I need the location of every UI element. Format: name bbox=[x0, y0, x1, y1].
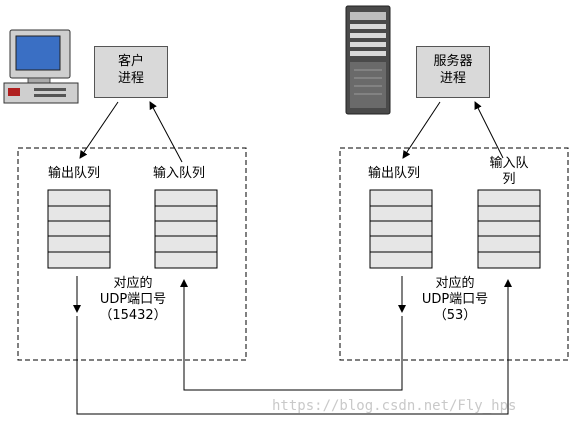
client-port-label: 对应的 UDP端口号 （15432） bbox=[88, 276, 178, 324]
server-to-client-path bbox=[180, 279, 403, 391]
server-port-label-line1: 对应的 bbox=[435, 276, 475, 291]
client-output-queue bbox=[47, 189, 111, 269]
server-output-queue bbox=[369, 189, 433, 269]
client-process-box: 客户 进程 bbox=[94, 46, 168, 98]
server-input-queue-label-line2: 列 bbox=[502, 172, 516, 187]
server-process-to-output-arrow bbox=[402, 101, 441, 159]
client-process-label-line1: 客户 bbox=[117, 54, 144, 69]
client-port-label-line2: UDP端口号 bbox=[99, 292, 167, 307]
server-process-label-line2: 进程 bbox=[439, 71, 466, 86]
client-to-server-path bbox=[76, 279, 512, 415]
client-port-label-line1: 对应的 bbox=[113, 276, 153, 291]
client-output-queue-label: 输出队列 bbox=[48, 166, 101, 181]
server-port-label: 对应的 UDP端口号 （53） bbox=[410, 276, 500, 324]
server-port-label-line2: UDP端口号 bbox=[421, 292, 489, 307]
watermark-url: https://blog.csdn.net/Fly_hps bbox=[272, 398, 517, 414]
client-process-label-line2: 进程 bbox=[117, 71, 144, 86]
client-input-queue-label: 输入队列 bbox=[153, 166, 206, 181]
server-input-queue bbox=[477, 189, 541, 269]
server-output-queue-label: 输出队列 bbox=[368, 166, 421, 181]
client-port-label-line3: （15432） bbox=[99, 308, 167, 323]
client-port-boundary bbox=[17, 147, 247, 361]
client-input-to-process-arrow bbox=[149, 101, 183, 163]
server-input-queue-label-line1: 输入队 bbox=[489, 156, 529, 171]
server-port-label-line3: （53） bbox=[433, 308, 477, 323]
server-process-box: 服务器 进程 bbox=[416, 46, 490, 98]
client-computer-icon bbox=[3, 29, 79, 104]
server-input-queue-label: 输入队 列 bbox=[476, 156, 542, 188]
server-port-boundary bbox=[339, 147, 569, 361]
server-process-label-line1: 服务器 bbox=[433, 54, 473, 69]
server-input-to-process-arrow bbox=[474, 101, 504, 159]
server-tower-icon bbox=[345, 5, 391, 115]
client-input-queue bbox=[154, 189, 218, 269]
client-process-to-output-arrow bbox=[79, 101, 119, 159]
